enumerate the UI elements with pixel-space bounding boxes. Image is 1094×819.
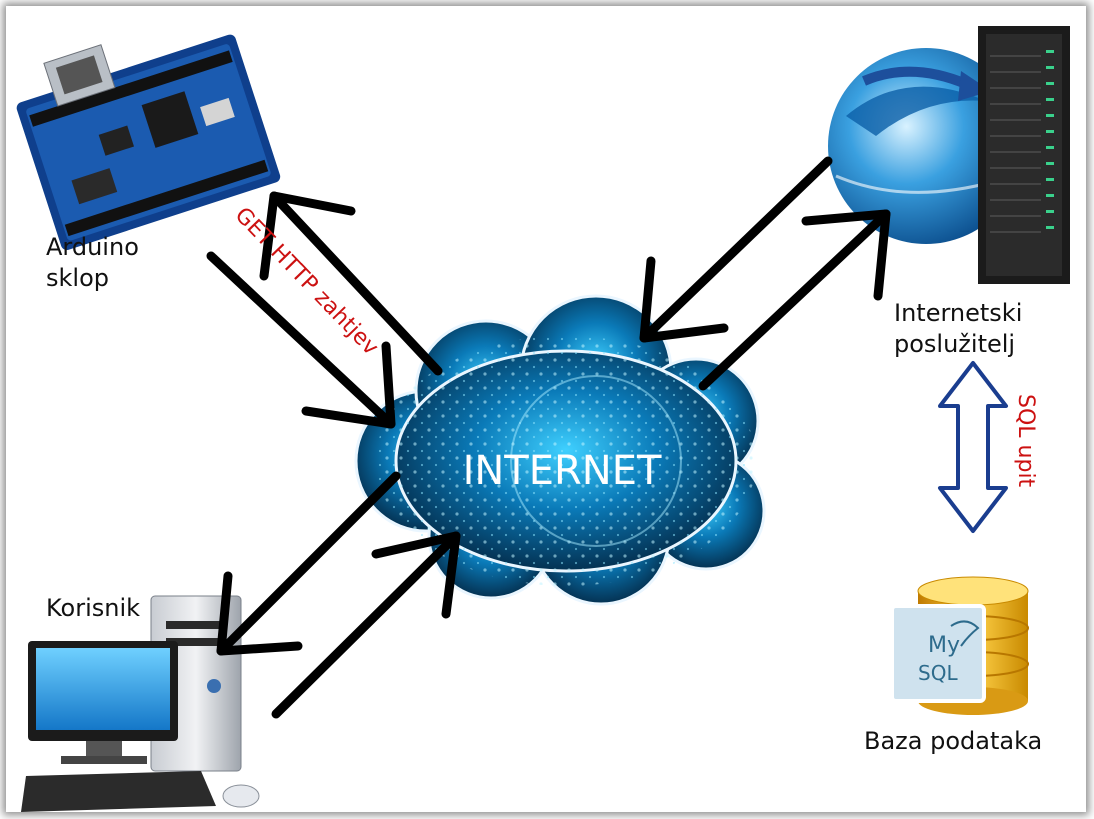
connection-arrows [206, 156, 891, 719]
arduino-label-line2: sklop [46, 264, 109, 292]
arrow-to-user [216, 471, 401, 656]
arrow-to-arduino [269, 191, 443, 376]
sql-query-label: SQL upit [1013, 394, 1038, 488]
arduino-label: Arduino sklop [46, 232, 139, 294]
arduino-label-line1: Arduino [46, 233, 139, 261]
arrowhead-to-internet-from-server [639, 256, 729, 343]
server-image [828, 26, 1070, 284]
db-logo-text-sql: SQL [918, 661, 958, 685]
user-label: Korisnik [46, 594, 141, 622]
internet-label: INTERNET [463, 448, 662, 494]
sql-double-arrow [938, 361, 1008, 533]
arrowhead-to-server [801, 209, 891, 301]
arrowhead-from-user [371, 531, 461, 619]
arrow-from-user [271, 531, 461, 719]
server-label-line1: Internetski [894, 299, 1023, 327]
arrowhead-from-arduino [301, 341, 396, 429]
arrowhead-to-arduino [259, 191, 356, 281]
diagram-frame: INTERNET My SQL [6, 6, 1086, 812]
arrowhead-to-user [216, 571, 303, 656]
arrow-from-arduino [206, 251, 396, 429]
db-logo-text-my: My [928, 633, 960, 658]
database-label: Baza podataka [864, 727, 1043, 755]
database-image: My SQL [890, 576, 1029, 715]
diagram-canvas: INTERNET My SQL [16, 26, 1070, 812]
user-computer-image [21, 595, 260, 812]
arduino-board-image [16, 34, 281, 251]
arrow-to-internet-from-server [639, 156, 833, 343]
arrow-to-server [698, 209, 891, 391]
server-label-line2: poslužitelj [894, 330, 1016, 358]
server-label: Internetski poslužitelj [894, 298, 1022, 360]
internet-cloud: INTERNET [354, 294, 766, 606]
